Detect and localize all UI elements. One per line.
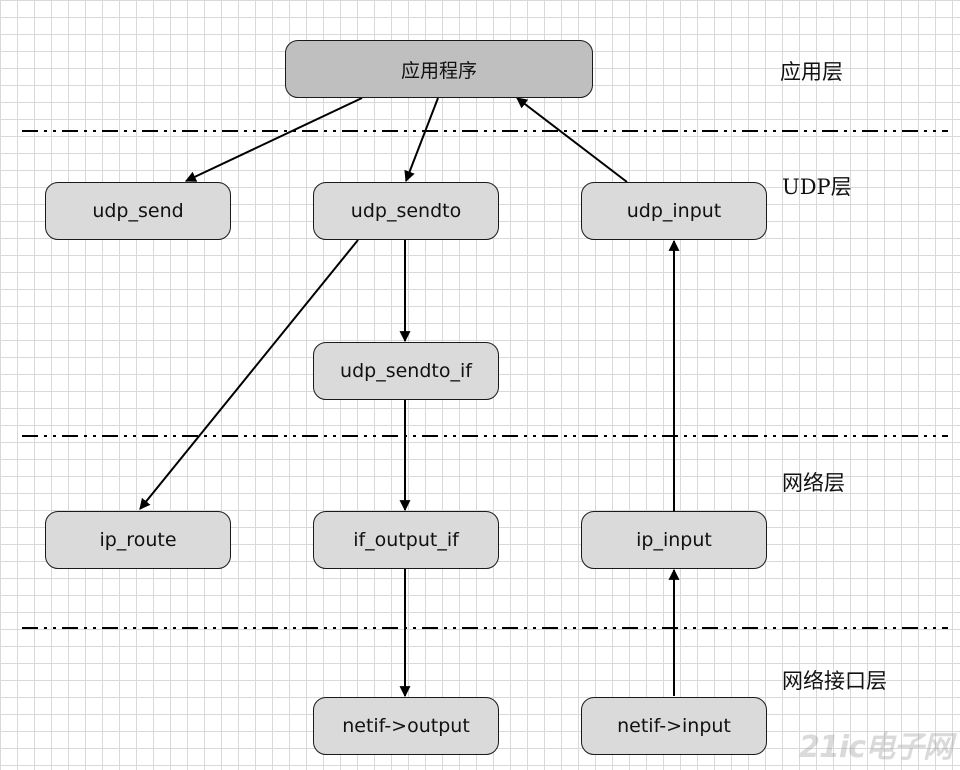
- node-netif-output: netif->output: [313, 697, 499, 755]
- node-ip-input: ip_input: [581, 511, 767, 569]
- watermark-logo: 21ic电子网: [799, 730, 953, 765]
- node-ip-route: ip_route: [45, 511, 231, 569]
- edge-udp-input-to-app: [516, 97, 628, 183]
- node-if-output-if: if_output_if: [313, 511, 499, 569]
- node-udp-sendto: udp_sendto: [313, 182, 499, 240]
- layer-label-app: 应用层: [780, 60, 843, 84]
- edge-udp-sendto-to-ip-route: [139, 239, 359, 510]
- node-udp-send: udp_send: [45, 182, 231, 240]
- node-netif-input: netif->input: [581, 697, 767, 755]
- node-app-program: 应用程序: [285, 40, 593, 98]
- edge-app-to-udp-send: [185, 97, 363, 182]
- layer-label-network: 网络层: [782, 471, 845, 495]
- edge-app-to-udp-sendto: [404, 97, 439, 183]
- layer-label-udp: UDP层: [782, 175, 852, 199]
- node-udp-sendto-if: udp_sendto_if: [313, 342, 499, 400]
- layer-label-netif: 网络接口层: [782, 669, 887, 693]
- node-udp-input: udp_input: [581, 182, 767, 240]
